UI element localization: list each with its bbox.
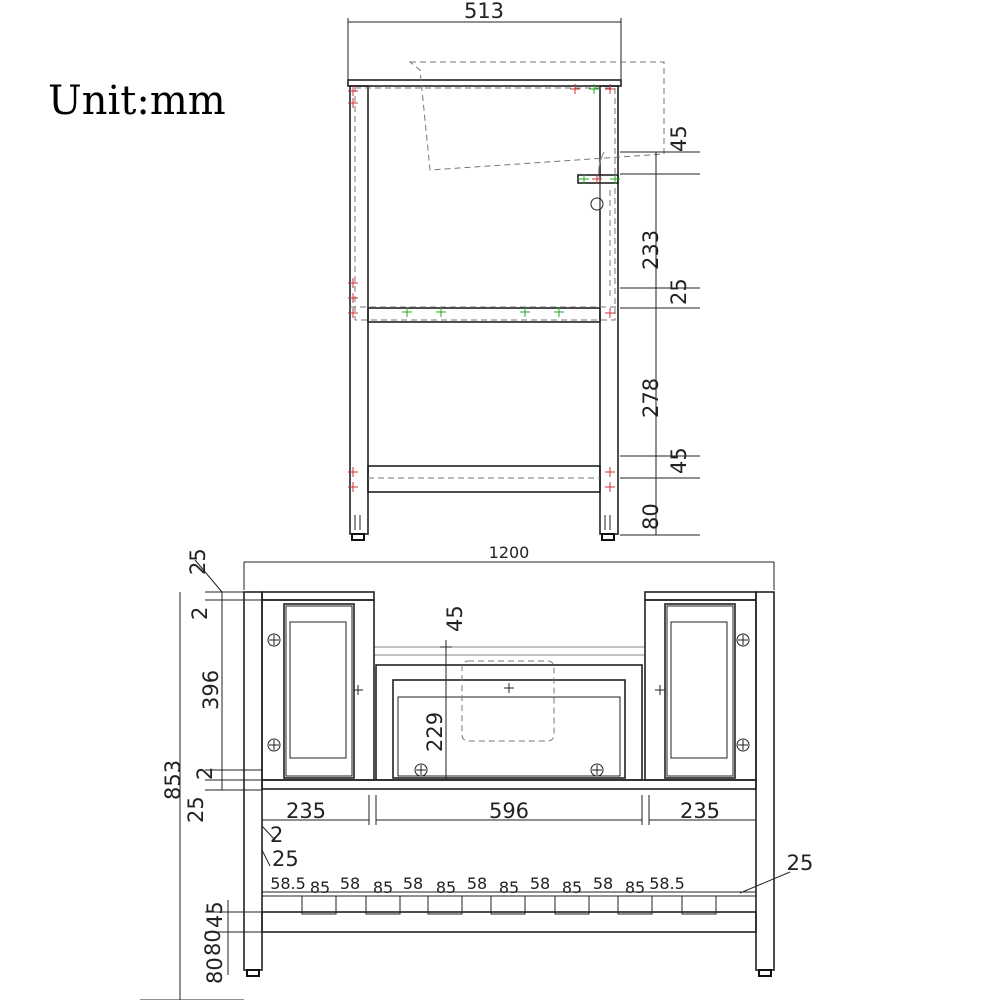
- side-right-foot: [601, 533, 615, 541]
- svg-text:85: 85: [436, 878, 456, 897]
- center-drawer[interactable]: [392, 679, 626, 779]
- svg-text:85: 85: [625, 878, 645, 897]
- svg-text:58.5: 58.5: [649, 874, 685, 893]
- svg-text:58.5: 58.5: [270, 874, 306, 893]
- section-width-left: 235: [286, 799, 326, 823]
- hinge-icons: [267, 633, 750, 777]
- center-dim-229: 229: [423, 712, 447, 752]
- svg-text:85: 85: [499, 878, 519, 897]
- handle-icons: [353, 683, 665, 695]
- sink-bowl-outline: [461, 660, 555, 742]
- svg-text:58: 58: [340, 874, 360, 893]
- svg-text:58: 58: [593, 874, 613, 893]
- svg-text:58: 58: [467, 874, 487, 893]
- front-view: 1200: [140, 543, 813, 1000]
- svg-text:58: 58: [403, 874, 423, 893]
- side-dim-233: 233: [639, 230, 663, 270]
- side-dim-45-top: 45: [667, 125, 691, 152]
- svg-text:85: 85: [373, 878, 393, 897]
- front-left-dim-396: 396: [199, 670, 223, 710]
- section-width-center: 596: [489, 799, 529, 823]
- side-middle-rail: [367, 307, 601, 323]
- lower-left-dim-2: 2: [270, 823, 283, 847]
- lower-shelf-rail: [261, 911, 757, 933]
- svg-text:58: 58: [530, 874, 550, 893]
- side-left-foot: [351, 533, 365, 541]
- side-fasteners: [348, 84, 620, 492]
- front-left-dim-25-bottom: 25: [184, 796, 208, 823]
- side-dim-25: 25: [667, 278, 691, 305]
- side-dim-278: 278: [639, 378, 663, 418]
- front-width-label: 1200: [489, 543, 530, 562]
- section-width-right: 235: [680, 799, 720, 823]
- shelf-spacing-labels: 58.5 85 58 85 58 85 58 85 58 85 58 85 58…: [270, 874, 685, 897]
- center-dim-45: 45: [443, 605, 467, 632]
- drain-icon: [590, 197, 604, 211]
- foot-dim-80-bottom: 80: [203, 957, 227, 984]
- svg-text:85: 85: [310, 878, 330, 897]
- right-door[interactable]: [664, 603, 736, 779]
- side-width-label: 513: [464, 0, 504, 23]
- side-sink-basin: [408, 61, 665, 171]
- front-right-leg: [755, 591, 775, 971]
- front-left-leg: [243, 591, 263, 971]
- svg-text:85: 85: [562, 878, 582, 897]
- front-left-dim-2-top: 2: [188, 607, 212, 620]
- front-left-dim-25-top: 25: [186, 548, 210, 575]
- shelf-slats: [301, 895, 717, 915]
- side-view: 513: [347, 0, 700, 541]
- front-left-dim-2-bottom: 2: [193, 767, 217, 780]
- side-bottom-rail: [367, 465, 601, 493]
- side-dim-80: 80: [639, 503, 663, 530]
- foot-dim-45: 45: [203, 901, 227, 928]
- side-dim-45-bottom: 45: [667, 447, 691, 474]
- front-height-label: 853: [161, 760, 185, 800]
- foot-dim-80-top: 80: [201, 929, 225, 956]
- lower-left-dim-25: 25: [272, 847, 299, 871]
- left-door[interactable]: [283, 603, 355, 779]
- unit-label: Unit:mm: [48, 78, 226, 124]
- shelf-right-dim: 25: [787, 851, 814, 875]
